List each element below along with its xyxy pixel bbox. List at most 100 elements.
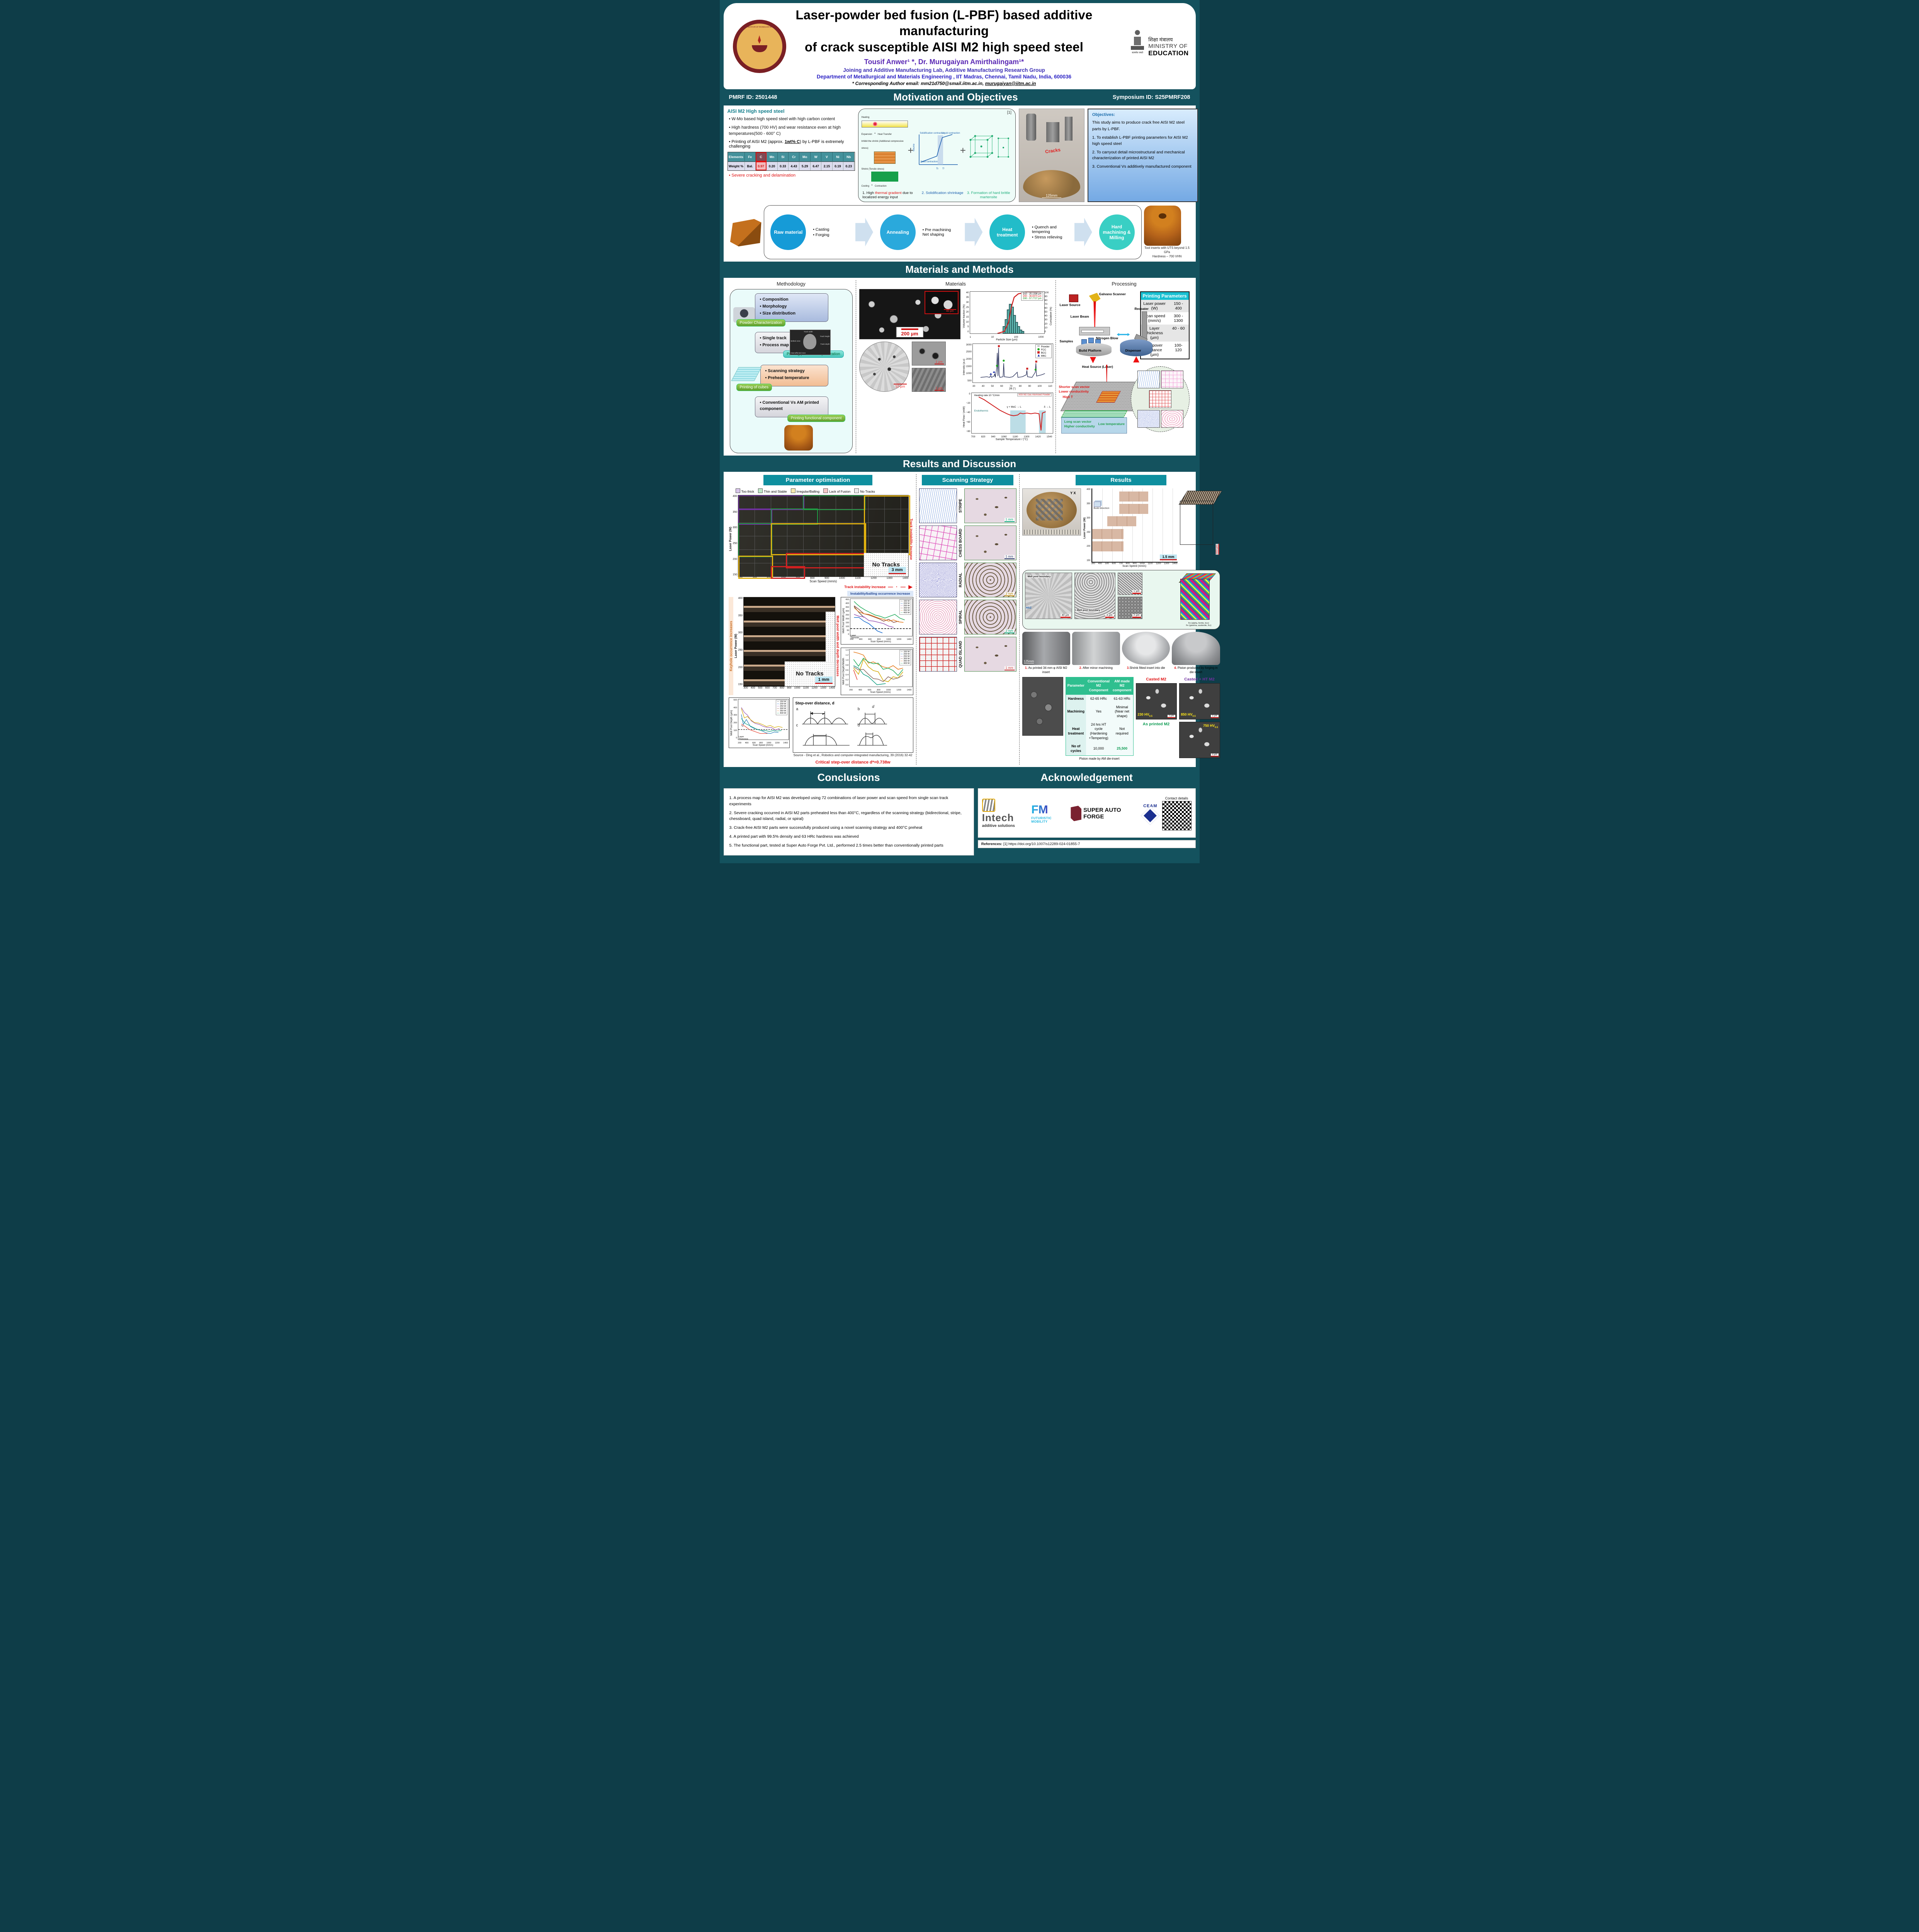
list-item: 400 bbox=[738, 597, 743, 600]
list-item: 10 bbox=[1044, 326, 1047, 329]
dispenser-label: Dispenser bbox=[1125, 348, 1141, 352]
email-address-1[interactable]: mm21d750@smail.iitm.ac.in, bbox=[921, 80, 985, 86]
list-item: 1400 bbox=[907, 689, 912, 692]
list-item: 700 bbox=[772, 687, 777, 690]
list-item: 500 bbox=[758, 687, 763, 690]
cooling-label: Cooling bbox=[861, 185, 869, 187]
ashoka-lion-icon bbox=[1132, 30, 1143, 46]
sponsor-logos: Intech additive solutions FM FUTURISTIC … bbox=[977, 788, 1196, 838]
map1-ylabel: Laser Power (W) bbox=[728, 527, 732, 551]
list-item: 0.97 bbox=[755, 161, 767, 170]
objectives-list: To establish L-PBF printing parameters f… bbox=[1092, 135, 1193, 170]
track-height-label: Track height bbox=[820, 335, 830, 337]
list-item: 0 bbox=[967, 330, 969, 333]
grain-micrograph: Melt pool boundary 4 µm bbox=[1074, 573, 1115, 619]
list-item: 200 W bbox=[901, 602, 910, 605]
list-item: 40 bbox=[966, 291, 969, 294]
motivation-bullet-3: Printing of AISI M2 (approx. 1wt% C) by … bbox=[729, 139, 855, 149]
method-step-2: Single trackProcess map Printing paramet… bbox=[755, 329, 844, 358]
cracks-label: Cracks bbox=[1045, 146, 1061, 155]
list-item: 250 bbox=[733, 542, 738, 545]
dsc-plot-wrap: Heating rate 10 °C/min AISI M2 Gas Atomi… bbox=[971, 392, 1053, 441]
asprinted-micrograph: 750 HV0.5 2 µm bbox=[1179, 721, 1220, 758]
qr-code-icon[interactable] bbox=[1162, 801, 1192, 831]
intech-logo: Intech additive solutions bbox=[982, 799, 1027, 828]
list-item: 250 W bbox=[901, 605, 910, 607]
list-item: 700 bbox=[1119, 563, 1123, 565]
super-auto-forge-logo: SUPER AUTO FORGE bbox=[1071, 806, 1139, 821]
instability-arrow-row: Track instability increase — · — ▶ bbox=[729, 584, 913, 590]
list-item: 0 bbox=[969, 392, 971, 395]
pattern-stripe-icon bbox=[1137, 370, 1160, 388]
heat-source-label: Heat Source (Laser) bbox=[1082, 364, 1113, 369]
track-depth-label: Track depth bbox=[820, 343, 830, 345]
ebsd-block: Fe (alpha, ferrite, bcc) Fe (gamma, aust… bbox=[1178, 573, 1217, 627]
map2-no-tracks-region-2 bbox=[825, 612, 835, 662]
section-title-methods: Materials and Methods bbox=[905, 264, 1014, 276]
cap-text-3: Shrink fitted insert into die bbox=[1129, 666, 1165, 670]
track-width-label: Track width bbox=[804, 330, 813, 333]
list-item: 200 bbox=[845, 618, 849, 621]
list-item: 1100 bbox=[855, 577, 861, 580]
motivation-section: AISI M2 High speed steel W-Mo based high… bbox=[723, 105, 1198, 262]
parameter-optimisation-column: Parameter optimisation Too thick Thin an… bbox=[726, 474, 916, 765]
email-address-2[interactable]: murugaiyan@iitm.ac.in bbox=[985, 80, 1036, 86]
list-item: A printed part with 99.5% density and 63… bbox=[733, 834, 859, 839]
high-t-label: High T bbox=[1062, 395, 1073, 399]
list-item: 350 bbox=[845, 606, 849, 609]
list-item: 6.47 bbox=[810, 161, 822, 170]
tool-caption-line2: Hardness – 700 VHN bbox=[1152, 255, 1182, 259]
param-laser-power-val: 150 - 400 bbox=[1168, 299, 1189, 312]
reference-1[interactable]: [1] https://doi.org/10.1007/s12289-024-0… bbox=[1003, 842, 1080, 847]
ct-r3c: 24 hrs HT cycle (Hardening +Tempering) bbox=[1086, 720, 1112, 743]
list-item: 400 bbox=[733, 706, 737, 709]
haz-label-2: HAZ bbox=[1026, 607, 1032, 610]
objectives-title: Objectives: bbox=[1092, 112, 1115, 117]
castedht-col: Casted + HT M2 850 HV0.5 2 µm 750 HV0.5 … bbox=[1179, 677, 1220, 761]
list-item: −40 bbox=[966, 411, 971, 414]
tool-insert-caption: Tool inserts with UTS beyond 1.5 GPa Har… bbox=[1144, 246, 1190, 259]
legend-thin-stable: Thin and Stable bbox=[758, 488, 787, 493]
plus-icon: + bbox=[908, 145, 914, 156]
piston-caption: Piston made by AM die-insert bbox=[1079, 757, 1120, 760]
param-scan-speed-val: 300 - 1300 bbox=[1174, 313, 1183, 323]
powder-cross-section: 10 µm bbox=[859, 341, 909, 392]
list-item: Cr bbox=[789, 152, 800, 162]
list-item: To carryout detail microstructural and m… bbox=[1092, 150, 1185, 160]
dispenser-up-arrow-icon bbox=[1133, 356, 1139, 362]
list-item: 300 bbox=[1086, 517, 1091, 519]
layer-label: Layer bbox=[738, 736, 744, 738]
list-item: 15 bbox=[966, 315, 969, 318]
inset1-scale: 1 µm bbox=[934, 360, 944, 364]
fm-logo: FM FUTURISTIC MOBILITY bbox=[1031, 803, 1066, 823]
param-laser-power: Laser power (W) bbox=[1141, 299, 1168, 312]
list-item: 35 bbox=[966, 296, 969, 299]
scanning-strategy-column: Scanning Strategy STRIPE 1 mm CHESS BOAR… bbox=[916, 474, 1019, 765]
list-item: 0.0 bbox=[845, 684, 849, 687]
long-scan-label: Long scan vector bbox=[1064, 419, 1091, 423]
diameter-label: Diameter bbox=[850, 637, 859, 639]
scale-4um: 4 µm bbox=[1105, 614, 1114, 618]
list-item: 4.43 bbox=[789, 161, 800, 170]
list-item: Ni bbox=[832, 152, 844, 162]
list-item: 1180 bbox=[1012, 435, 1018, 438]
haz-label: Heat-affected zone bbox=[790, 352, 806, 354]
depth-chart-xlabel: Scan Speed (mm/s) bbox=[753, 744, 773, 747]
micro-insets: 1 µm 1 µm bbox=[911, 341, 946, 392]
list-item: 200 bbox=[849, 689, 853, 692]
liquid-contraction-label: Liquid contraction bbox=[942, 132, 960, 134]
materials-title: Materials bbox=[945, 281, 966, 287]
xrd-legend-fcc: FCC bbox=[1037, 348, 1049, 351]
method-step-3: Scanning strategyPreheat temperature Pri… bbox=[731, 365, 828, 391]
cap-text-4: Piston produced by forging in die insert bbox=[1176, 666, 1218, 674]
list-item: A process map for AISI M2 was developed … bbox=[729, 796, 948, 806]
list-item: 800 bbox=[877, 689, 880, 692]
ct-h3: AM made M2 component bbox=[1111, 677, 1133, 695]
scan-cube-icon bbox=[731, 367, 762, 381]
